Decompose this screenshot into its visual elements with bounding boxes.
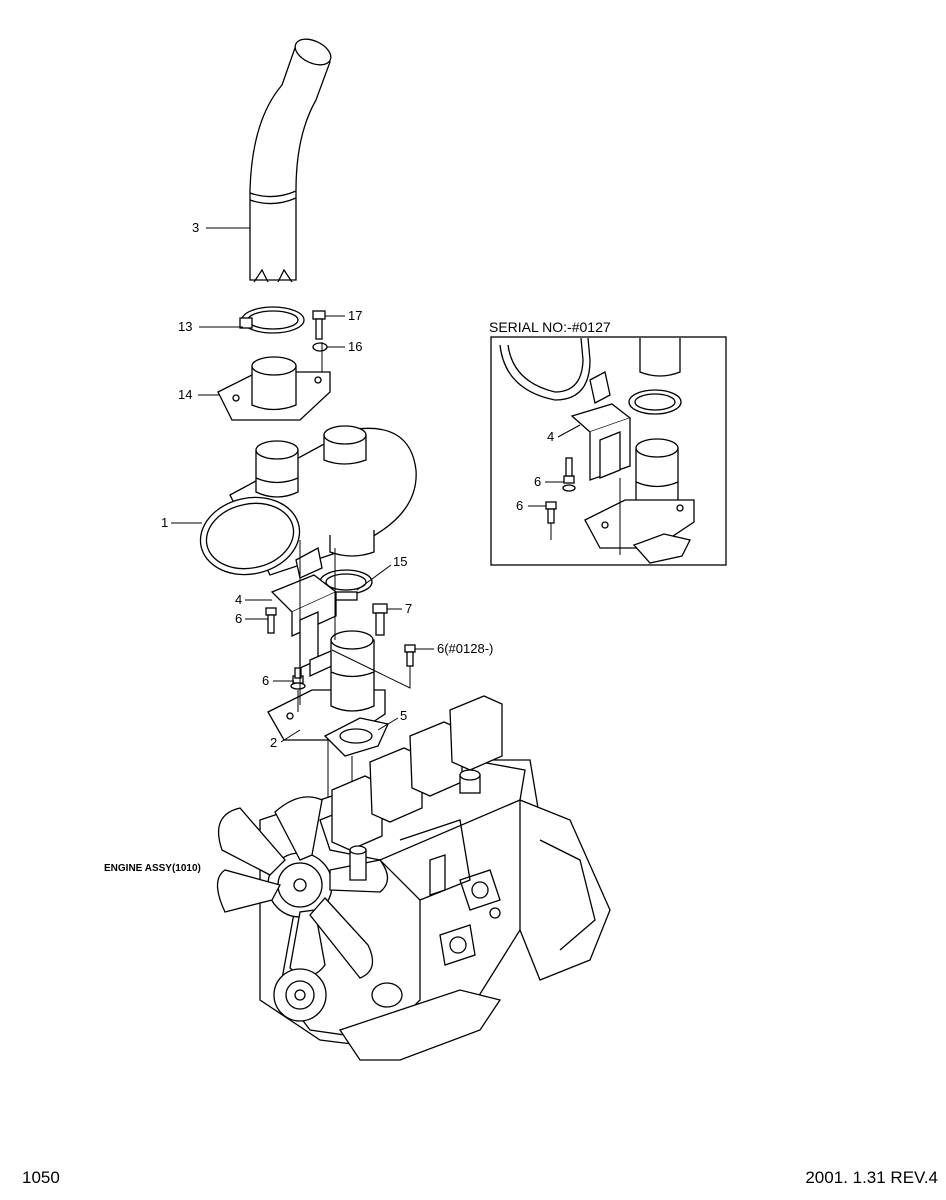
callout-16: 16 xyxy=(348,339,362,354)
bolt-6-left xyxy=(265,607,277,634)
callout-1: 1 xyxy=(161,515,168,530)
callout-5: 5 xyxy=(400,708,407,723)
callout-14: 14 xyxy=(178,387,192,402)
callout-2: 2 xyxy=(270,735,277,750)
callout-labels: 3 13 17 16 14 1 15 4 6 7 6(#0128-) 6 5 2… xyxy=(104,220,611,874)
washer-16 xyxy=(312,342,328,352)
callout-17: 17 xyxy=(348,308,362,323)
inset-callout-6-upper: 6 xyxy=(534,474,541,489)
inset-callout-6-lower: 6 xyxy=(516,498,523,513)
page-number: 1050 xyxy=(22,1168,60,1187)
clamp-13 xyxy=(239,306,305,334)
callout-6-lower: 6 xyxy=(262,673,269,688)
inset-callout-4: 4 xyxy=(547,429,554,444)
callout-6-serial: 6(#0128-) xyxy=(437,641,493,656)
bolt-6-lower xyxy=(290,667,306,690)
callout-4: 4 xyxy=(235,592,242,607)
bolt-7 xyxy=(372,603,388,636)
leader-lines xyxy=(171,227,581,743)
inset-serial-panel xyxy=(490,336,727,566)
bolt-17 xyxy=(312,310,326,340)
callout-13: 13 xyxy=(178,319,192,334)
bolt-6-right xyxy=(404,644,416,667)
flange-tube-14 xyxy=(217,356,331,421)
exhaust-stack-pipe xyxy=(249,38,332,283)
engine-assembly xyxy=(216,695,611,1061)
revision-date: 2001. 1.31 REV.4 xyxy=(805,1168,938,1187)
gasket-5 xyxy=(323,717,389,757)
callout-7: 7 xyxy=(405,601,412,616)
bracket-4 xyxy=(270,574,346,678)
callout-15: 15 xyxy=(393,554,407,569)
callout-6-left: 6 xyxy=(235,611,242,626)
engine-assy-label: ENGINE ASSY(1010) xyxy=(104,863,201,874)
muffler-1 xyxy=(199,425,417,579)
callout-3: 3 xyxy=(192,220,199,235)
inset-title: SERIAL NO:-#0127 xyxy=(489,319,611,335)
